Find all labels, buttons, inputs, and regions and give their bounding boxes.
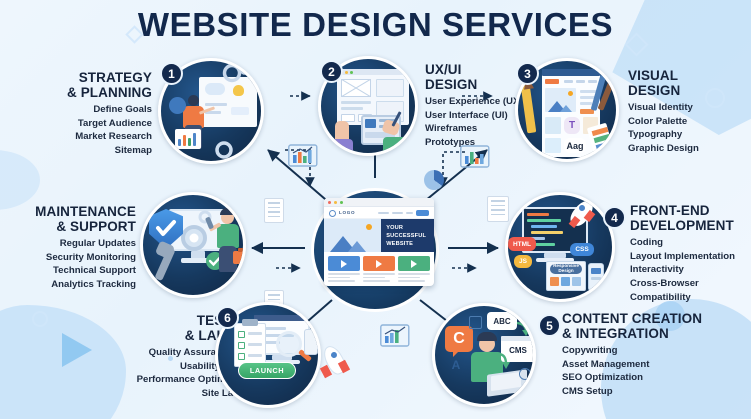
document-icon <box>264 198 284 223</box>
section-2-heading: UX/UI DESIGN <box>425 62 478 93</box>
section-5-text: CONTENT CREATION & INTEGRATION Copywriti… <box>562 311 750 399</box>
hero-section: YOUR SUCCESSFUL WEBSITE <box>324 219 434 252</box>
section-1-text: STRATEGY & PLANNING Define Goals Target … <box>30 70 152 158</box>
section-1-number-badge: 1 <box>160 62 183 85</box>
responsive-design-badge: Responsive Design <box>550 263 582 274</box>
section-6-number-badge: 6 <box>216 306 239 329</box>
card-line <box>398 273 430 275</box>
hero-image <box>324 219 382 252</box>
feature-card-3[interactable] <box>398 256 430 282</box>
nav-link-3[interactable] <box>406 212 413 215</box>
browser-dot-red <box>328 201 331 204</box>
hero-headline: YOUR SUCCESSFUL WEBSITE <box>381 219 434 252</box>
nav-link-1[interactable] <box>378 212 389 215</box>
pie-chart-icon <box>424 170 444 190</box>
feature-card-1[interactable] <box>328 256 360 282</box>
launch-button[interactable]: LAUNCH <box>238 362 296 379</box>
section-5-bullets: Copywriting Asset Management SEO Optimiz… <box>562 345 650 398</box>
section-1-illustration <box>158 58 264 164</box>
section-maintenance-heading: MAINTENANCE & SUPPORT <box>35 204 136 235</box>
card-line <box>328 276 351 279</box>
browser-titlebar <box>324 198 434 207</box>
card-line <box>398 280 426 282</box>
section-4-heading: FRONT-END DEVELOPMENT <box>630 203 734 234</box>
nav-cta-button[interactable] <box>416 210 429 216</box>
cms-badge: CMS <box>505 344 531 357</box>
section-2-number-badge: 2 <box>320 60 343 83</box>
content-c-badge: C <box>445 326 473 352</box>
browser-navbar: LOGO <box>324 207 434 219</box>
section-1-heading: STRATEGY & PLANNING <box>67 70 152 101</box>
section-4-bullets: Coding Layout Implementation Interactivi… <box>630 237 736 303</box>
section-4-number-badge: 4 <box>603 206 626 229</box>
bar-chart-icon <box>288 144 318 167</box>
section-maintenance-bullets: Regular Updates Security Monitoring Tech… <box>45 238 136 291</box>
card-line <box>328 280 356 282</box>
section-4-illustration: HTML JS CSS Responsive Design <box>505 192 615 302</box>
page-title: WEBSITE DESIGN SERVICES <box>137 6 614 43</box>
html-tag-badge: HTML <box>508 237 536 251</box>
typography-t-sample: T <box>564 117 580 134</box>
section-maintenance-text: MAINTENANCE & SUPPORT Regular Updates Se… <box>8 204 136 292</box>
section-4-text: FRONT-END DEVELOPMENT Coding Layout Impl… <box>630 203 750 304</box>
section-3-bullets: Visual Identity Color Palette Typography… <box>628 102 699 155</box>
section-1-bullets: Define Goals Target Audience Market Rese… <box>75 104 152 157</box>
play-icon <box>341 259 347 268</box>
center-browser-mockup: LOGO YOUR SUCCESSFUL WEBSITE <box>324 198 434 286</box>
abc-badge: ABC <box>487 312 517 330</box>
card-line <box>363 280 391 282</box>
content-a-badge: A <box>451 358 461 372</box>
play-icon <box>376 259 382 268</box>
section-5-heading: CONTENT CREATION & INTEGRATION <box>562 311 703 342</box>
logo-mark-icon <box>329 209 336 217</box>
section-maintenance-illustration <box>140 192 246 298</box>
document-icon-3 <box>487 196 509 222</box>
nav-link-2[interactable] <box>392 212 403 215</box>
card-line <box>328 273 360 275</box>
play-icon <box>411 259 417 268</box>
section-5-illustration: C ABC CMS A <box>432 303 536 407</box>
js-tag-badge: JS <box>514 255 532 268</box>
css-tag-badge: CSS <box>570 243 594 256</box>
section-3-text: VISUAL DESIGN Visual Identity Color Pale… <box>628 68 746 156</box>
section-2-bullets: User Experience (UX) User Interface (UI)… <box>425 96 523 149</box>
section-5-number-badge: 5 <box>538 314 561 337</box>
mountain-icon-2 <box>348 241 366 252</box>
sun-icon <box>366 224 373 230</box>
section-3-number-badge: 3 <box>516 62 539 85</box>
logo-text: LOGO <box>339 210 356 216</box>
analytics-chart-icon <box>380 324 410 347</box>
section-3-heading: VISUAL DESIGN <box>628 68 681 99</box>
card-line <box>363 273 395 275</box>
bar-chart-icon-2 <box>460 145 490 168</box>
section-2-text: UX/UI DESIGN User Experience (UX) User I… <box>425 62 545 150</box>
feature-card-2[interactable] <box>363 256 395 282</box>
card-line <box>363 276 386 279</box>
browser-dot-yellow <box>334 201 337 204</box>
browser-dot-green <box>340 201 343 204</box>
typography-aag-sample: Aag <box>564 138 586 153</box>
card-line <box>398 276 421 279</box>
section-3-illustration: T Aag <box>515 58 619 162</box>
feature-cards <box>324 252 434 286</box>
